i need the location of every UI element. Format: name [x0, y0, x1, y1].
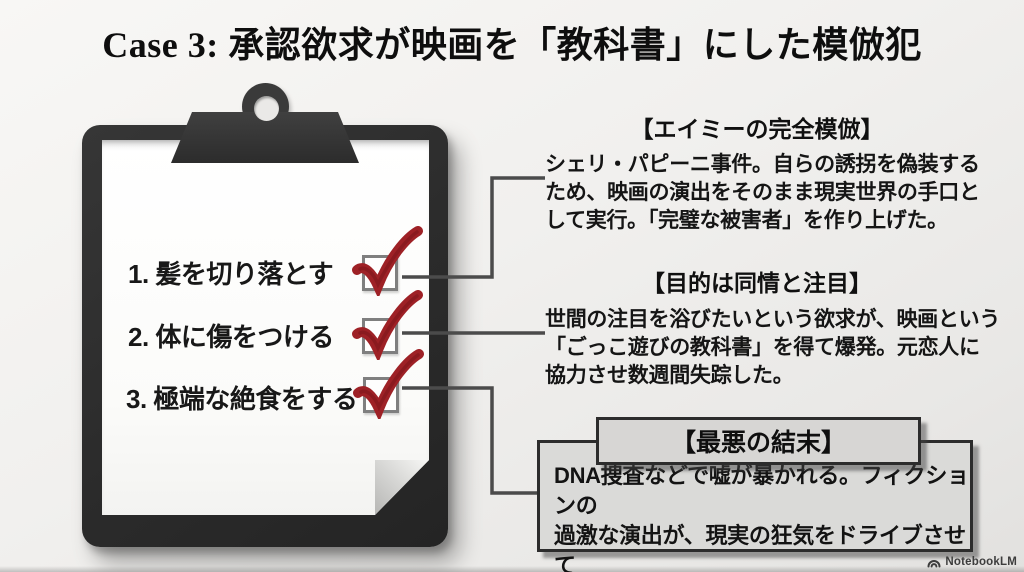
checkmark-icon [352, 290, 423, 360]
checklist-item-1: 1. 髪を切り落とす [128, 259, 334, 289]
slide-title: Case 3: 承認欲求が映画を「教科書」にした模倣犯 [102, 25, 922, 65]
notebooklm-logo-icon [927, 560, 941, 568]
slide-bottom-edge [0, 566, 1024, 572]
section-3-body: DNA捜査などで嘘が暴かれる。フィクションの 過激な演出が、現実の狂気をドライブ… [554, 463, 969, 572]
section-2-body: 世間の注目を浴びたいという欲求が、映画という 「ごっこ遊びの教科書」を得て爆発。… [545, 308, 1000, 387]
clipboard-clip-hole [254, 96, 279, 121]
checklist-item-2: 2. 体に傷をつける [128, 322, 334, 352]
section-2-heading: 【目的は同情と注目】 [642, 270, 872, 296]
checkmark-icon [353, 349, 424, 419]
section-1-body: シェリ・パピーニ事件。自らの誘拐を偽装する ため、映画の演出をそのまま現実世界の… [545, 153, 980, 232]
notebooklm-watermark: NotebookLM [927, 555, 1017, 568]
section-3-heading: 【最悪の結末】 [670, 429, 846, 457]
checkmark-icon [352, 226, 423, 296]
section-3-heading-box: 【最悪の結末】 [596, 417, 921, 465]
notebooklm-label: NotebookLM [945, 555, 1017, 568]
section-1-heading: 【エイミーの完全模倣】 [630, 116, 884, 142]
checklist-item-3: 3. 極端な絶食をする [126, 384, 358, 414]
